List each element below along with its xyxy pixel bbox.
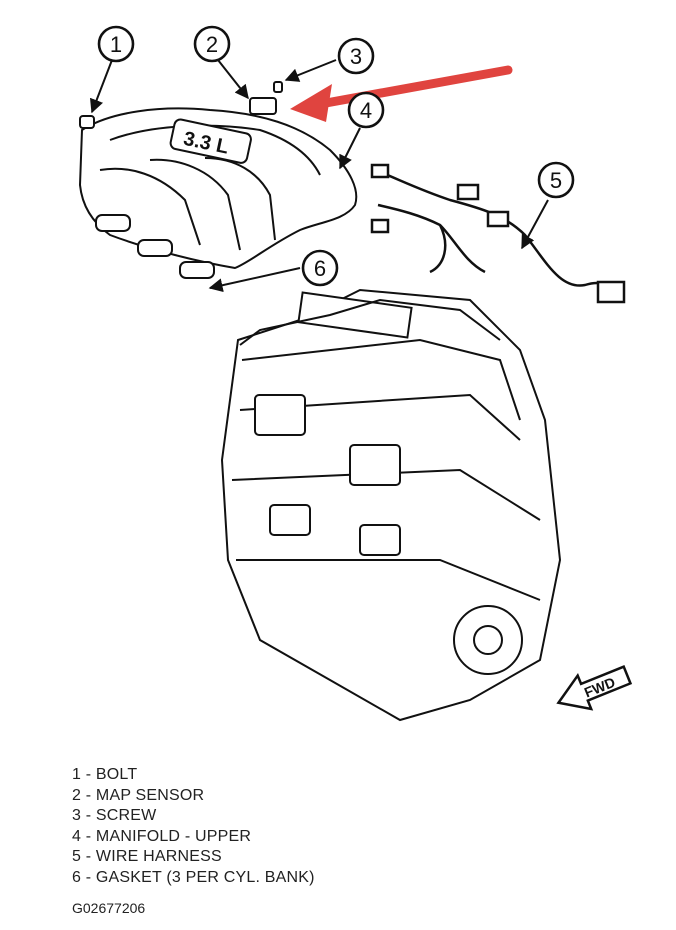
svg-text:1: 1 xyxy=(110,32,122,57)
highlight-arrow xyxy=(290,65,513,122)
svg-text:3: 3 xyxy=(350,44,362,69)
callout-4: 4 xyxy=(347,91,385,129)
callout-5: 5 xyxy=(537,161,575,199)
callout-3: 3 xyxy=(337,37,375,75)
map-sensor-part xyxy=(249,81,283,115)
legend-item: 5 - WIRE HARNESS xyxy=(72,848,222,865)
figure-code: G02677206 xyxy=(72,900,146,916)
svg-text:6: 6 xyxy=(314,256,326,281)
bolt-part xyxy=(79,115,95,129)
legend-item: 6 - GASKET (3 PER CYL. BANK) xyxy=(72,868,315,886)
svg-text:5: 5 xyxy=(550,168,562,193)
callout-2: 2 xyxy=(193,25,231,63)
legend-item: 4 - MANIFOLD - UPPER xyxy=(72,827,252,845)
legend-item: 1 - BOLT xyxy=(72,766,138,783)
leader-lines xyxy=(89,59,549,293)
svg-text:2: 2 xyxy=(206,32,218,57)
lower-gasket xyxy=(239,298,501,346)
svg-text:4: 4 xyxy=(360,98,372,123)
wire-harness-part xyxy=(370,163,626,304)
legend-item: 3 - SCREW xyxy=(72,807,157,824)
fwd-arrow: FWD xyxy=(556,665,633,711)
parts-legend: 1 - BOLT 2 - MAP SENSOR 3 - SCREW 4 - MA… xyxy=(72,765,315,888)
legend-item: 2 - MAP SENSOR xyxy=(72,786,205,804)
upper-manifold xyxy=(78,107,358,279)
engine-block xyxy=(220,288,562,722)
callout-6: 6 xyxy=(301,249,339,287)
callout-1: 1 xyxy=(97,25,135,63)
